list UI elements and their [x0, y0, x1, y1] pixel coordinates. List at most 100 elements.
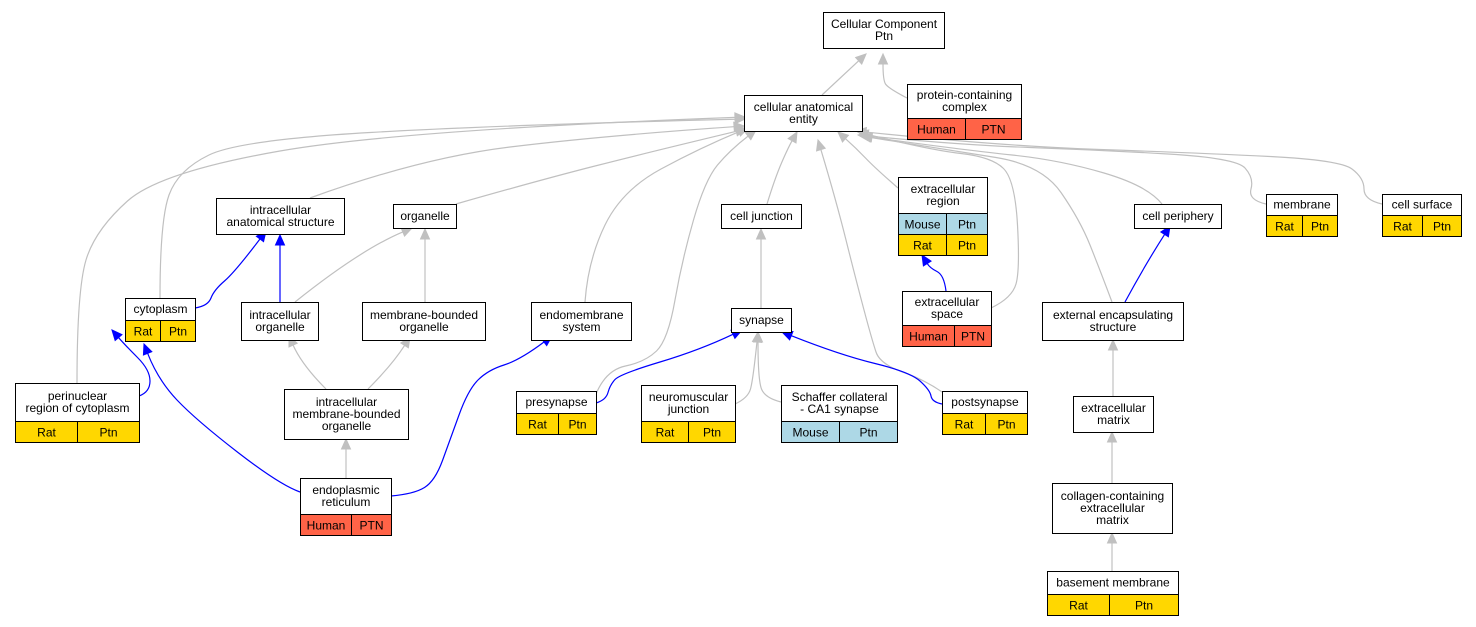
edge-endo-to-imbo [340, 437, 352, 478]
edge-line [821, 60, 860, 96]
edge-line [455, 130, 737, 205]
species-label: Human [307, 519, 346, 533]
term-node-org[interactable]: organelle [393, 204, 457, 229]
edge-line [595, 135, 749, 395]
term-label-line: organelle [255, 320, 305, 334]
edge-io-to-org [294, 227, 414, 303]
edge-bm-to-ccecm [1106, 531, 1118, 571]
term-box [1042, 302, 1184, 341]
edge-arrowhead [877, 52, 889, 65]
edge-line [867, 135, 1267, 205]
edge-ecm-to-ees [1107, 338, 1119, 396]
term-label-line: entity [789, 112, 818, 126]
edge-line [882, 63, 908, 99]
term-label-line: Cellular Component [831, 17, 938, 31]
term-label-line: postsynapse [951, 395, 1019, 409]
edge-line [845, 138, 899, 189]
term-box [284, 389, 409, 440]
species-label: Rat [913, 239, 932, 253]
source-cell [946, 234, 988, 256]
source-cell [160, 320, 196, 342]
source-cell [954, 325, 992, 347]
edge-arrowhead [859, 132, 873, 143]
term-label-line: synapse [739, 313, 784, 327]
source-cell [77, 421, 140, 443]
term-label-line: cytoplasm [133, 302, 187, 316]
species-label: Rat [656, 426, 675, 440]
edge-line [147, 353, 301, 493]
edge-line [734, 341, 758, 405]
edge-arrowhead [755, 227, 767, 240]
term-box [362, 302, 486, 341]
edge-ccecm-to-ecm [1106, 430, 1118, 483]
term-label-line: cell junction [730, 209, 793, 223]
source-label: Ptn [958, 218, 976, 232]
source-cell [688, 421, 736, 443]
source-cell [985, 413, 1028, 435]
edge-pcc-to-cc [877, 52, 908, 99]
term-node-syn[interactable]: synapse [731, 308, 792, 333]
term-label-line: structure [1090, 320, 1137, 334]
species-label: Rat [1393, 220, 1412, 234]
term-box [1073, 396, 1154, 433]
edge-arrowhead [1106, 531, 1118, 544]
source-label: Ptn [99, 426, 117, 440]
term-label-line: reticulum [322, 495, 371, 509]
term-box [731, 308, 792, 333]
term-label-line: cell periphery [1142, 209, 1213, 223]
term-label-line: matrix [1097, 413, 1130, 427]
edge-cyto-to-ias [194, 230, 267, 309]
source-label: Ptn [568, 418, 586, 432]
nodes-layer: Cellular ComponentPtnprotein-containingc… [15, 12, 1462, 616]
edge-line [870, 136, 1113, 303]
edge-line [294, 231, 404, 303]
term-label-line: space [931, 307, 963, 321]
term-node-cp[interactable]: cell periphery [1134, 204, 1222, 229]
term-label-line: extracellular [915, 295, 980, 309]
term-label-line: endoplasmic [312, 483, 379, 497]
species-label: Rat [1275, 220, 1294, 234]
term-label-line: junction [667, 402, 709, 416]
term-label-line: extracellular [1080, 501, 1145, 515]
term-box [1134, 204, 1222, 229]
term-label-line: presynapse [525, 395, 587, 409]
edge-line [292, 344, 327, 390]
term-label-line: anatomical structure [226, 215, 334, 229]
term-node-cj[interactable]: cell junction [721, 204, 802, 229]
source-cell [839, 421, 898, 443]
term-label-line: extracellular [1081, 401, 1146, 415]
source-cell [1302, 215, 1338, 237]
source-label: Ptn [703, 426, 721, 440]
source-label: Ptn [169, 325, 187, 339]
edge-mbo-to-org [419, 227, 431, 302]
term-box [1052, 483, 1173, 534]
term-label-line: organelle [322, 419, 372, 433]
species-label: Mouse [904, 218, 940, 232]
edge-cae-to-cc [821, 53, 867, 96]
edge-line [1124, 234, 1166, 303]
species-label: Human [917, 123, 956, 137]
